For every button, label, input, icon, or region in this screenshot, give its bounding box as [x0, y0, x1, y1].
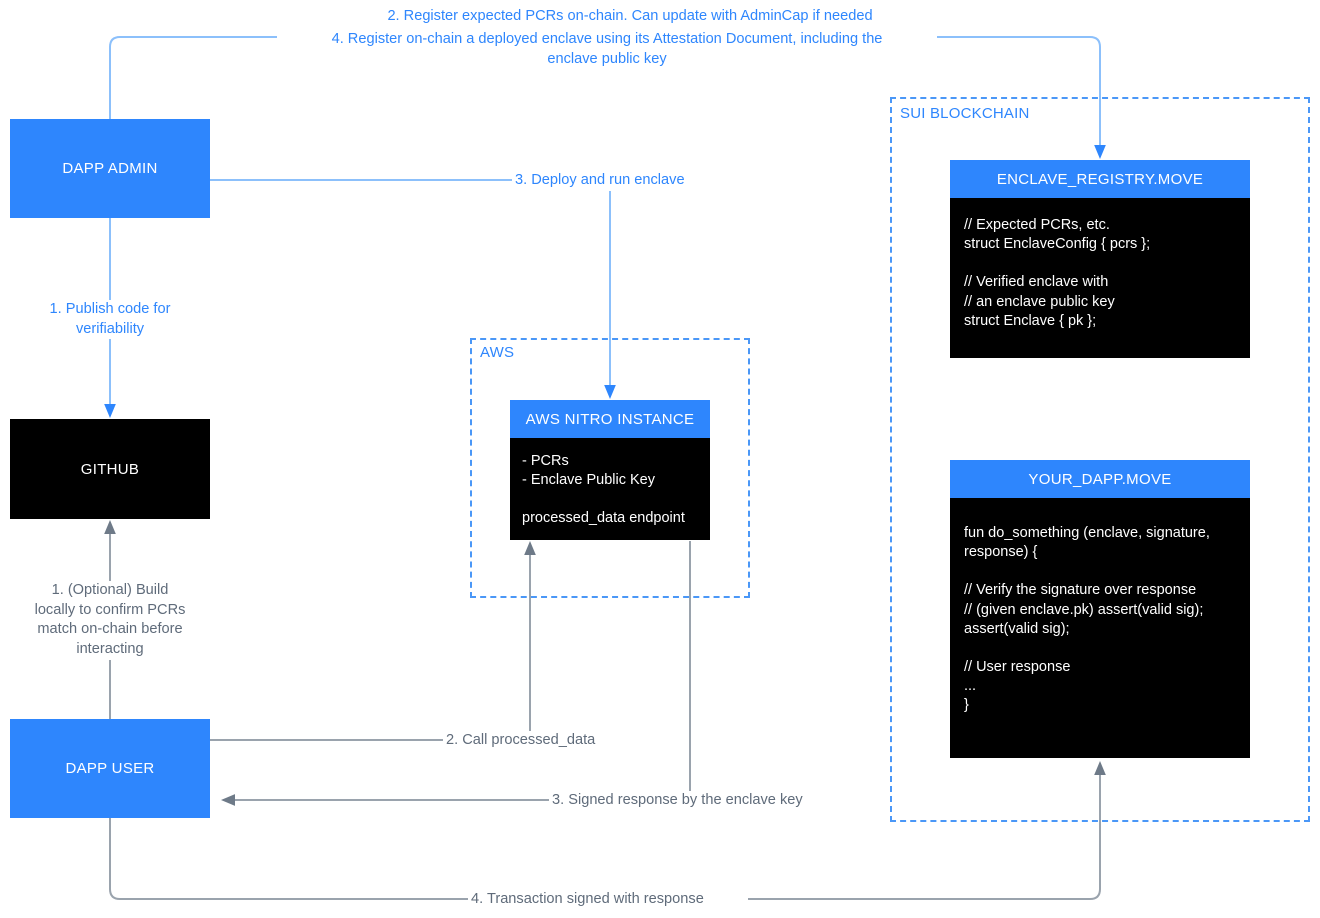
node-dapp-user-label: DAPP USER [65, 760, 155, 777]
card-aws-nitro-instance-body: - PCRs - Enclave Public Key processed_da… [510, 438, 710, 540]
card-enclave-registry-move-body: // Expected PCRs, etc. struct EnclaveCon… [950, 198, 1250, 358]
card-aws-nitro-instance[interactable]: AWS NITRO INSTANCE - PCRs - Enclave Publ… [510, 400, 710, 540]
node-dapp-user[interactable]: DAPP USER [10, 719, 210, 818]
label-flow-signed-response: 3. Signed response by the enclave key [549, 791, 849, 811]
label-flow-register-pcrs: 2. Register expected PCRs on-chain. Can … [300, 7, 960, 27]
label-flow-build-locally: 1. (Optional) Build locally to confirm P… [14, 581, 206, 660]
node-github-label: GITHUB [80, 460, 140, 478]
card-your-dapp-move-body: fun do_something (enclave, signature, re… [950, 498, 1250, 758]
zone-aws [470, 338, 750, 598]
card-enclave-registry-move[interactable]: ENCLAVE_REGISTRY.MOVE // Expected PCRs, … [950, 160, 1250, 358]
node-github[interactable]: GITHUB [10, 419, 210, 519]
node-dapp-admin[interactable]: DAPP ADMIN [10, 119, 210, 218]
label-flow-transaction-signed: 4. Transaction signed with response [468, 890, 748, 910]
card-enclave-registry-move-title: ENCLAVE_REGISTRY.MOVE [950, 160, 1250, 198]
card-aws-nitro-instance-title: AWS NITRO INSTANCE [510, 400, 710, 438]
card-your-dapp-move-title: YOUR_DAPP.MOVE [950, 460, 1250, 498]
label-flow-call-processed-data: 2. Call processed_data [443, 731, 633, 751]
zone-sui-blockchain-label: SUI BLOCKCHAIN [897, 105, 1033, 122]
card-your-dapp-move[interactable]: YOUR_DAPP.MOVE fun do_something (enclave… [950, 460, 1250, 758]
zone-sui-blockchain [890, 97, 1310, 822]
label-flow-deploy-enclave: 3. Deploy and run enclave [512, 171, 722, 191]
label-flow-register-enclave: 4. Register on-chain a deployed enclave … [277, 30, 937, 70]
node-dapp-admin-label: DAPP ADMIN [62, 160, 158, 177]
label-flow-publish-code: 1. Publish code for verifiability [20, 300, 200, 340]
zone-aws-label: AWS [477, 344, 518, 361]
